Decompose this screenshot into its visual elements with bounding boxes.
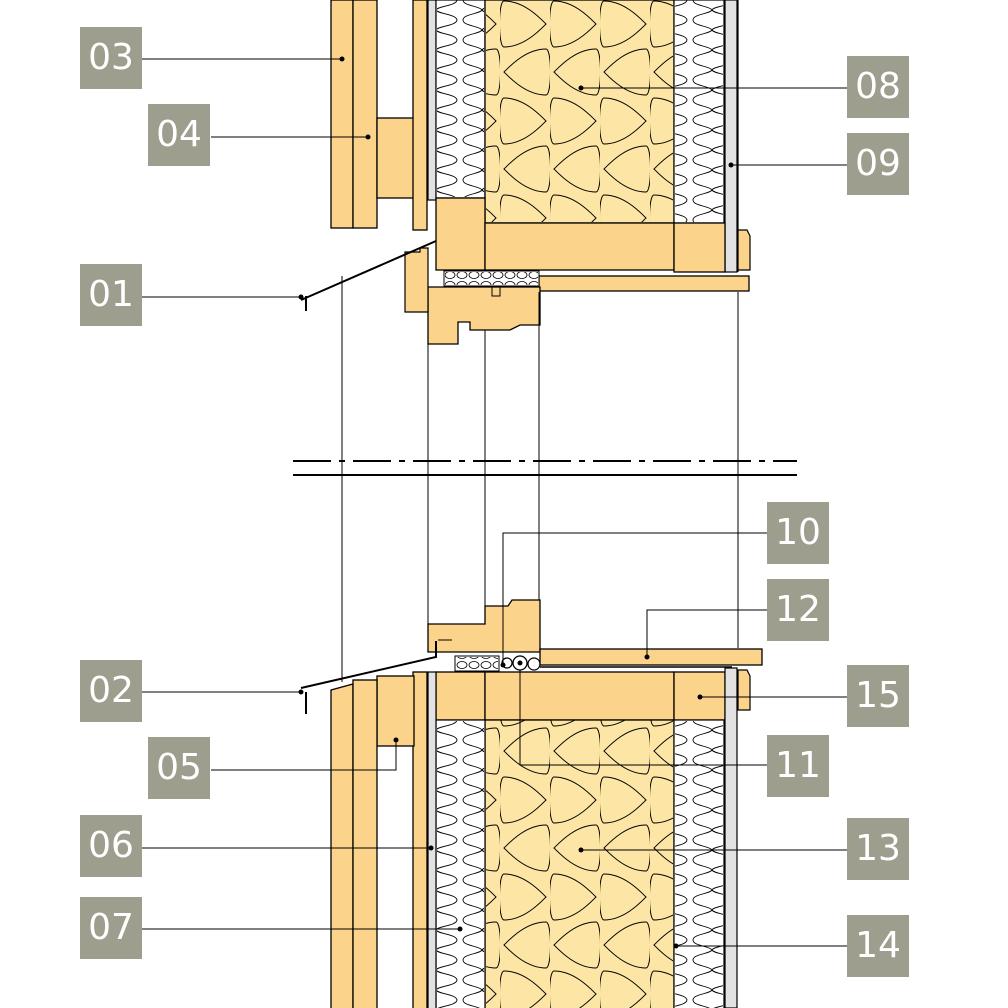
wind-board-top xyxy=(412,0,428,231)
label-10: 10 xyxy=(767,502,829,564)
leader-lines xyxy=(142,58,847,947)
leader-12 xyxy=(646,609,767,657)
sill-beam-main xyxy=(484,671,675,721)
break-lines xyxy=(293,460,797,476)
label-14: 14 xyxy=(847,915,909,977)
sill-section xyxy=(300,599,763,1008)
label-12: 12 xyxy=(767,579,829,641)
lintel-flashing xyxy=(300,240,437,311)
window-frame-top xyxy=(427,286,541,345)
label-06: 06 xyxy=(80,815,142,877)
leader-11 xyxy=(519,670,767,766)
sill-beam-outer xyxy=(435,671,486,721)
label-13: 13 xyxy=(847,818,909,880)
sheathing-top xyxy=(427,0,437,201)
label-08: 08 xyxy=(847,56,909,118)
wind-board-bottom xyxy=(412,671,428,1008)
label-09: 09 xyxy=(847,133,909,195)
inner-trim-top xyxy=(737,229,751,271)
inner-board-top xyxy=(724,0,738,273)
label-07: 07 xyxy=(80,897,142,959)
cladding-board-bottom-inner xyxy=(352,679,378,1008)
inner-board-bottom xyxy=(724,667,738,1008)
lintel-section xyxy=(300,0,751,682)
leader-05 xyxy=(211,740,397,771)
lining-board-top xyxy=(538,275,750,292)
label-01: 01 xyxy=(80,264,142,326)
frame-flashing-top xyxy=(404,247,429,313)
label-03: 03 xyxy=(80,27,142,89)
cladding-board-inner xyxy=(352,0,378,229)
sill-flashing xyxy=(300,641,437,714)
batten-bottom xyxy=(376,675,415,747)
leader-10 xyxy=(502,532,767,665)
header-beam-inner xyxy=(673,222,726,273)
cladding-board-bottom-outer xyxy=(330,683,354,1008)
header-beam xyxy=(435,197,486,271)
label-11: 11 xyxy=(767,735,829,797)
inner-trim-bottom xyxy=(737,669,751,711)
label-04: 04 xyxy=(148,104,210,166)
batten-top xyxy=(376,117,415,199)
window-sill-board xyxy=(539,648,763,666)
cladding-board-outer xyxy=(330,0,354,229)
leader-dots xyxy=(298,56,734,949)
window-frame-bottom xyxy=(427,599,541,653)
sheathing-bottom xyxy=(427,671,437,1008)
label-15: 15 xyxy=(847,665,909,727)
header-beam-main xyxy=(484,222,675,271)
label-05: 05 xyxy=(148,737,210,799)
label-02: 02 xyxy=(80,660,142,722)
